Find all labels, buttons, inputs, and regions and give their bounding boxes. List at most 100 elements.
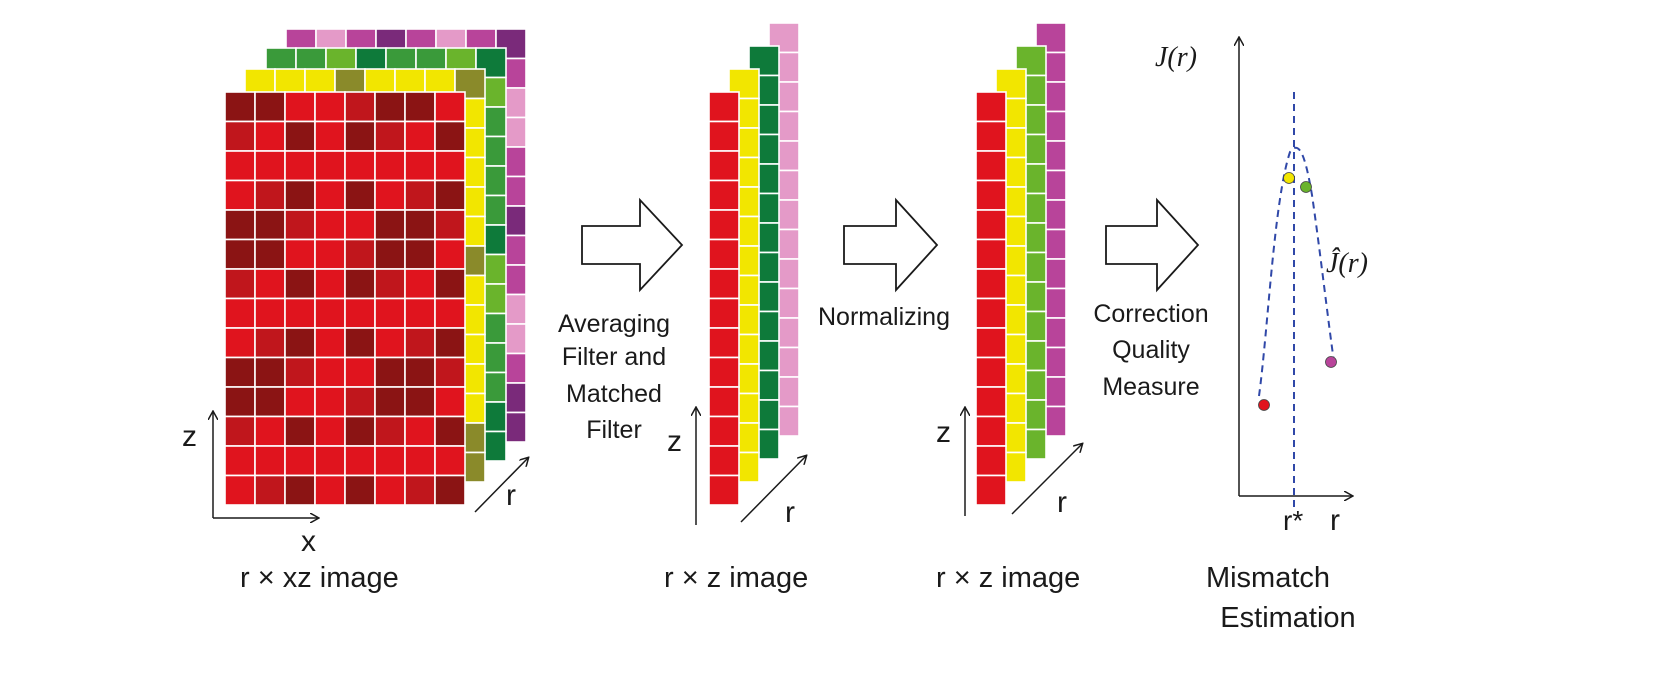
rz-image-stack-averaged <box>708 22 800 506</box>
stage2-col-red-cell <box>708 445 740 477</box>
layer-red-cell <box>374 445 406 477</box>
layer-red-cell <box>224 327 256 359</box>
layer-red-cell <box>374 327 406 359</box>
layer-red-cell <box>374 91 406 123</box>
layer-red-cell <box>314 209 346 241</box>
layer-red-cell <box>344 209 376 241</box>
layer-red-cell <box>434 327 466 359</box>
stage2-col-red-cell <box>708 268 740 300</box>
layer-red-cell <box>284 297 316 329</box>
layer-red-cell <box>344 386 376 418</box>
stage3-col-red-cell <box>975 474 1007 506</box>
stage3-col-red-cell <box>975 327 1007 359</box>
layer-red-cell <box>434 386 466 418</box>
stage1-x-label: x <box>301 525 316 558</box>
layer-red-cell <box>284 179 316 211</box>
layer-red-cell <box>344 327 376 359</box>
svg-text:Quality: Quality <box>1112 336 1190 364</box>
layer-red-cell <box>374 238 406 270</box>
layer-red-cell <box>284 209 316 241</box>
layer-red-cell <box>404 474 436 506</box>
stage3-col-red-cell <box>975 150 1007 182</box>
plot-caption-line1: Mismatch <box>1206 562 1330 594</box>
layer-red-cell <box>284 91 316 123</box>
layer-red-cell <box>254 91 286 123</box>
layer-red-cell <box>314 238 346 270</box>
sample-point-yellow <box>1283 172 1295 184</box>
layer-red-cell <box>404 238 436 270</box>
svg-text:Matched: Matched <box>566 380 662 408</box>
layer-red-cell <box>254 209 286 241</box>
layer-red-cell <box>404 209 436 241</box>
plot-x-axis-label: r <box>1330 504 1340 537</box>
estimated-j-curve <box>1258 146 1335 397</box>
stage3-col-red-cell <box>975 386 1007 418</box>
layer-red-cell <box>374 268 406 300</box>
layer-red-cell <box>404 356 436 388</box>
svg-text:Averaging: Averaging <box>558 310 670 338</box>
layer-red-cell <box>314 268 346 300</box>
layer-red-cell <box>404 150 436 182</box>
stage2-col-red-cell <box>708 179 740 211</box>
mismatch-plot <box>1239 38 1352 512</box>
arrow2-label: Normalizing <box>818 303 950 331</box>
layer-red-cell <box>344 415 376 447</box>
stage2-col-red-cell <box>708 386 740 418</box>
process-arrow-2 <box>843 197 939 293</box>
layer-red-cell <box>404 268 436 300</box>
layer-red-cell <box>284 238 316 270</box>
layer-red-cell <box>404 297 436 329</box>
layer-red-cell <box>344 120 376 152</box>
layer-red-cell <box>434 415 466 447</box>
layer-red-cell <box>374 209 406 241</box>
layer-red-cell <box>314 386 346 418</box>
stage2-col-red-cell <box>708 209 740 241</box>
layer-red-cell <box>284 386 316 418</box>
stage3-col-red-cell <box>975 356 1007 388</box>
stage3-col-red-cell <box>975 209 1007 241</box>
stage3-col-red-cell <box>975 297 1007 329</box>
layer-red-cell <box>314 445 346 477</box>
stage2-col-red-cell <box>708 356 740 388</box>
layer-red-cell <box>254 415 286 447</box>
layer-red-cell <box>404 91 436 123</box>
layer-red-cell <box>374 474 406 506</box>
layer-red-cell <box>314 356 346 388</box>
layer-red-cell <box>434 120 466 152</box>
layer-red-cell <box>224 120 256 152</box>
rz-image-stack-normalized <box>975 22 1067 506</box>
layer-red-cell <box>374 415 406 447</box>
layer-red-cell <box>344 356 376 388</box>
layer-red-cell <box>284 356 316 388</box>
layer-red-cell <box>434 150 466 182</box>
layer-red-cell <box>434 179 466 211</box>
stage3-col-red-cell <box>975 91 1007 123</box>
layer-red-cell <box>404 415 436 447</box>
layer-red-cell <box>434 209 466 241</box>
layer-red-cell <box>224 386 256 418</box>
layer-green-cell <box>475 47 507 79</box>
layer-red-cell <box>434 474 466 506</box>
stage1-axes <box>213 412 528 518</box>
stage2-r-label: r <box>785 496 795 529</box>
stage2-z-label: z <box>667 425 682 458</box>
stage2-col-red-cell <box>708 327 740 359</box>
plot-curve-label: Ĵ(r) <box>1326 248 1368 279</box>
layer-red-cell <box>344 268 376 300</box>
plot-x-tick-opt: r* <box>1283 505 1303 536</box>
layer-red-cell <box>254 327 286 359</box>
layer-red-cell <box>284 474 316 506</box>
layer-red-cell <box>314 179 346 211</box>
stage2-col-red-cell <box>708 474 740 506</box>
plot-y-label: J(r) <box>1155 42 1197 73</box>
layer-red-cell <box>254 268 286 300</box>
stage3-col-red-cell <box>975 415 1007 447</box>
svg-text:Filter: Filter <box>586 416 642 444</box>
stage2-col-red-cell <box>708 238 740 270</box>
layer-red-cell <box>224 297 256 329</box>
layer-red-cell <box>284 120 316 152</box>
sample-point-purple <box>1325 356 1337 368</box>
layer-red-cell <box>434 297 466 329</box>
layer-red-cell <box>224 91 256 123</box>
stage2-col-red-cell <box>708 415 740 447</box>
